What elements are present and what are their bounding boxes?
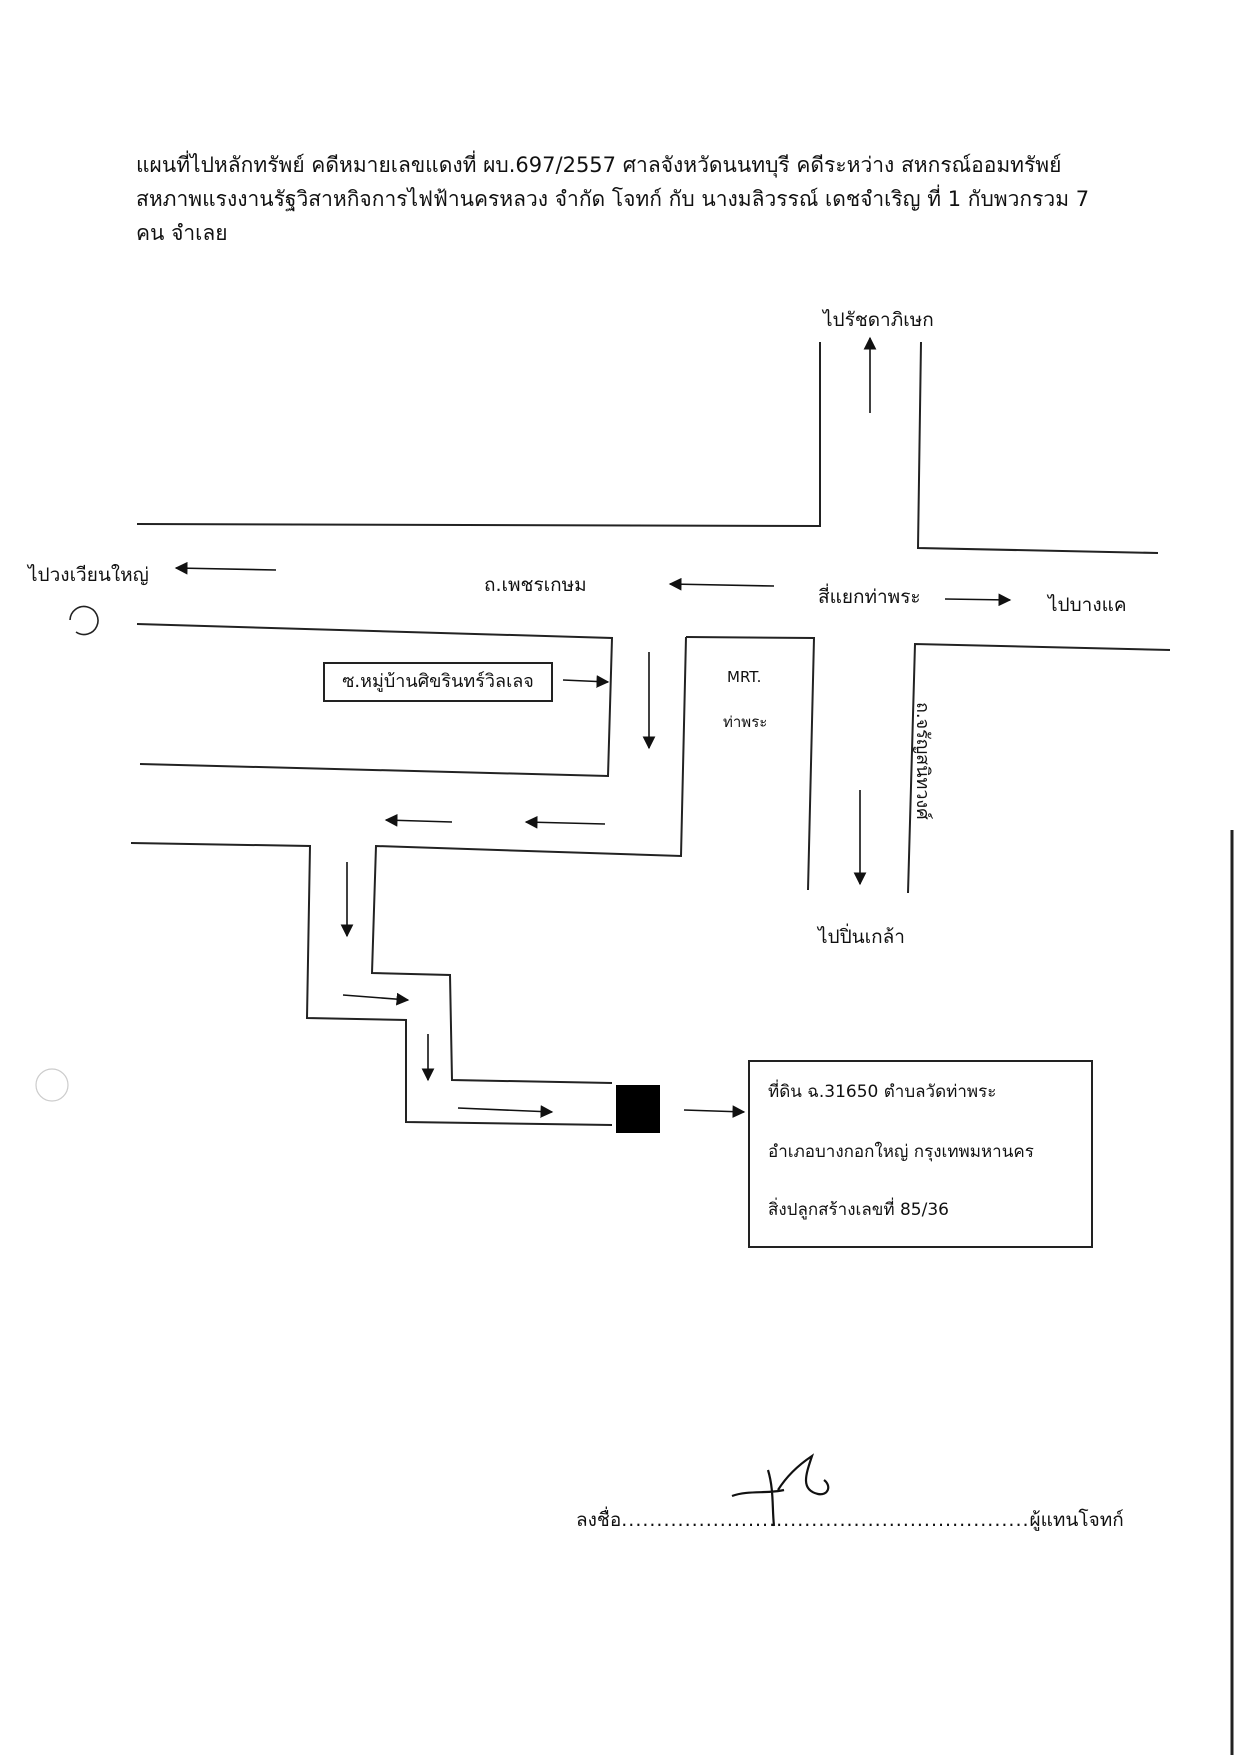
signature-role: ผู้แทนโจทก์ bbox=[1029, 1509, 1124, 1531]
label-to-bang-khae: ไปบางแค bbox=[1048, 594, 1127, 616]
label-to-pin-klao: ไปปิ่นเกล้า bbox=[818, 926, 905, 948]
road-charan-west-edge bbox=[685, 636, 816, 891]
arrow-to-land-box bbox=[683, 1105, 746, 1119]
roundabout-icon bbox=[69, 605, 99, 636]
road-charan-east-edge bbox=[907, 642, 1171, 894]
road-phetkasem-south-edge bbox=[136, 623, 614, 778]
label-to-wongwian-yai: ไปวงเวียนใหญ่ bbox=[28, 564, 149, 586]
land-title-deed: ที่ดิน ฉ.31650 ตำบลวัดท่าพระ bbox=[768, 1082, 997, 1102]
land-info-box: ที่ดิน ฉ.31650 ตำบลวัดท่าพระ อำเภอบางกอก… bbox=[748, 1060, 1093, 1248]
signature-dots: ........................................… bbox=[621, 1509, 1030, 1531]
road-north-left-edge bbox=[136, 342, 821, 528]
arrow-west-to-wongwian bbox=[174, 561, 277, 575]
soi-label-box: ซ.หมู่บ้านศิขรินทร์วิลเลจ bbox=[323, 662, 553, 702]
arrow-east-to-bangkhae bbox=[944, 593, 1012, 607]
label-road-charan: ถ.จรัญสนิทวงศ์ bbox=[912, 702, 933, 820]
label-intersection: สี่แยกท่าพระ bbox=[818, 586, 921, 608]
lane-outer-edge bbox=[130, 842, 613, 1126]
document-header: แผนที่ไปหลักทรัพย์ คดีหมายเลขแดงที่ ผบ.6… bbox=[136, 148, 1090, 250]
arrow-phetkasem-west bbox=[668, 577, 775, 591]
signature-label: ลงชื่อ bbox=[576, 1509, 622, 1531]
arrow-soi-label bbox=[562, 675, 610, 688]
header-line-2: สหภาพแรงงานรัฐวิสาหกิจการไฟฟ้านครหลวง จำ… bbox=[136, 187, 1090, 211]
arrow-lane-east-2 bbox=[457, 1105, 554, 1118]
arrow-lane-west-2 bbox=[384, 813, 453, 827]
land-house-number: สิ่งปลูกสร้างเลขที่ 85/36 bbox=[768, 1200, 949, 1220]
property-marker bbox=[616, 1085, 660, 1133]
lane-inner-edge bbox=[370, 636, 687, 1084]
header-line-1: แผนที่ไปหลักทรัพย์ คดีหมายเลขแดงที่ ผบ.6… bbox=[136, 153, 1062, 177]
handwritten-signature bbox=[731, 1453, 830, 1527]
signature-line: ลงชื่อ..................................… bbox=[576, 1505, 1124, 1535]
label-road-phetkasem: ถ.เพชรเกษม bbox=[484, 574, 587, 596]
label-mrt-station: ท่าพระ bbox=[723, 713, 768, 731]
soi-label: ซ.หมู่บ้านศิขรินทร์วิลเลจ bbox=[342, 671, 534, 692]
punch-hole-mark bbox=[35, 1068, 69, 1102]
arrow-lane-east-1 bbox=[342, 992, 410, 1006]
header-line-3: คน จำเลย bbox=[136, 221, 228, 245]
label-mrt: MRT. bbox=[727, 668, 762, 686]
road-north-right-edge bbox=[916, 341, 1159, 554]
land-district: อำเภอบางกอกใหญ่ กรุงเทพมหานคร bbox=[768, 1142, 1034, 1162]
arrow-lane-west-1 bbox=[524, 815, 606, 829]
label-to-ratchada: ไปรัชดาภิเษก bbox=[823, 309, 934, 331]
